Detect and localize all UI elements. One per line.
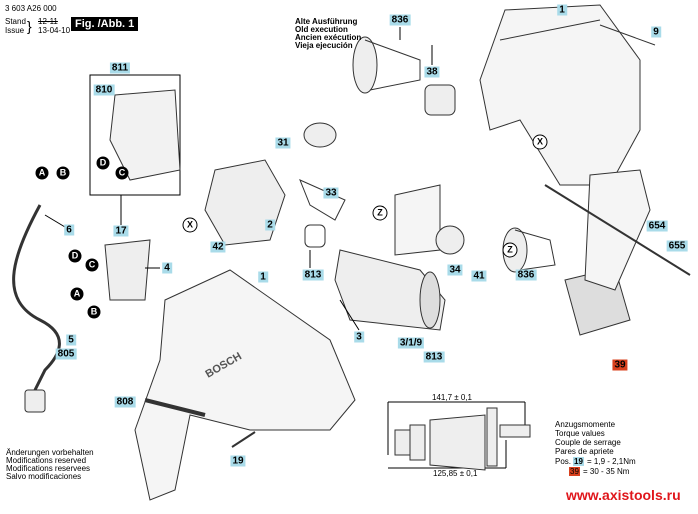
reference-marker: X <box>532 134 548 150</box>
part-label: 3 <box>354 331 364 343</box>
dimension-overall: 141,7 ± 0,1 <box>432 393 472 402</box>
part-label: 654 <box>646 220 668 232</box>
part-label: 3/1/9 <box>397 337 425 349</box>
part-label: 33 <box>323 187 339 199</box>
stator-2 <box>204 159 286 246</box>
connector-marker: B <box>87 305 101 319</box>
armature-3 <box>334 249 446 331</box>
torque-pos-label: Pos. <box>555 457 572 466</box>
part-label: 42 <box>210 241 226 253</box>
part-label: 38 <box>424 66 440 78</box>
stand-value: 12-11 <box>38 17 58 26</box>
part-label: 41 <box>471 270 487 282</box>
armature-dimension-drawing <box>394 414 486 471</box>
reference-marker: X <box>182 217 198 233</box>
modifications-de: Änderungen vorbehalten <box>6 448 94 457</box>
connector-marker: A <box>35 166 49 180</box>
modifications-en: Modifications reserved <box>6 456 87 465</box>
part-label: 810 <box>93 84 115 96</box>
part-label: 1 <box>258 271 268 283</box>
depth-rod-655 <box>544 184 691 276</box>
torque-value-19: = 1,9 - 2,1Nm <box>587 457 636 466</box>
part-label: 19 <box>230 455 246 467</box>
dimension-inner: 125,85 ± 0,1 <box>433 469 478 478</box>
part-label: 4 <box>162 262 172 274</box>
part-label: 5 <box>66 334 76 346</box>
old-execution-en: Old execution <box>295 25 348 34</box>
reference-marker: Z <box>502 242 518 258</box>
torque-fr: Couple de serrage <box>555 438 621 447</box>
part-label: 17 <box>113 225 129 237</box>
cord-5 <box>12 204 61 391</box>
torque-value-39: = 30 - 35 Nm <box>583 467 630 476</box>
part-label: 813 <box>423 351 445 363</box>
part-label: 34 <box>447 264 463 276</box>
part-number: 3 603 A26 000 <box>5 4 57 13</box>
part-label: 6 <box>64 224 74 236</box>
part-label: 811 <box>109 62 131 74</box>
torque-en: Torque values <box>555 429 605 438</box>
part-label: 655 <box>666 240 688 252</box>
old-execution-de: Alte Ausführung <box>295 17 358 26</box>
connector-marker: A <box>70 287 84 301</box>
part-label: 813 <box>302 269 324 281</box>
part-label: 2 <box>265 219 275 231</box>
old-execution-fr: Ancien exécution <box>295 33 362 42</box>
part-label: 9 <box>651 26 661 38</box>
part-label: 808 <box>114 396 136 408</box>
connector-marker: B <box>56 166 70 180</box>
torque-es: Pares de apriete <box>555 447 614 456</box>
part-label: 836 <box>515 269 537 281</box>
part-label: 805 <box>55 348 77 360</box>
connector-marker: C <box>115 166 129 180</box>
reference-marker: Z <box>372 205 388 221</box>
part-label: 31 <box>275 137 291 149</box>
brace: } <box>27 18 32 34</box>
housing-half-left <box>134 269 356 501</box>
gear-836 <box>352 36 378 94</box>
figure-title: Fig. /Abb. 1 <box>71 17 139 31</box>
connector-marker: C <box>85 258 99 272</box>
brush-holder-811 <box>89 74 181 196</box>
stand-label: Stand <box>5 17 26 26</box>
website-watermark: www.axistools.ru <box>566 487 681 503</box>
torque-pos-19: 19 <box>573 457 584 466</box>
modifications-fr: Modifications reservees <box>6 464 91 473</box>
torque-pos-39: 39 <box>569 467 580 476</box>
issue-label: Issue <box>5 26 25 35</box>
issue-value: 13-04-10 <box>38 26 71 35</box>
part-label: 836 <box>389 14 411 26</box>
bearing-38 <box>424 84 456 116</box>
modifications-es: Salvo modificaciones <box>6 472 82 481</box>
connector-marker: D <box>68 249 82 263</box>
part-label-highlighted: 39 <box>612 359 628 371</box>
switch-4 <box>104 239 151 301</box>
torque-de: Anzugsmomente <box>555 420 616 429</box>
part-label: 1 <box>557 4 567 16</box>
plate-z <box>394 184 441 256</box>
connector-marker: D <box>96 156 110 170</box>
housing-half-right <box>479 4 641 186</box>
old-execution-es: Vieja ejecución <box>295 41 353 50</box>
